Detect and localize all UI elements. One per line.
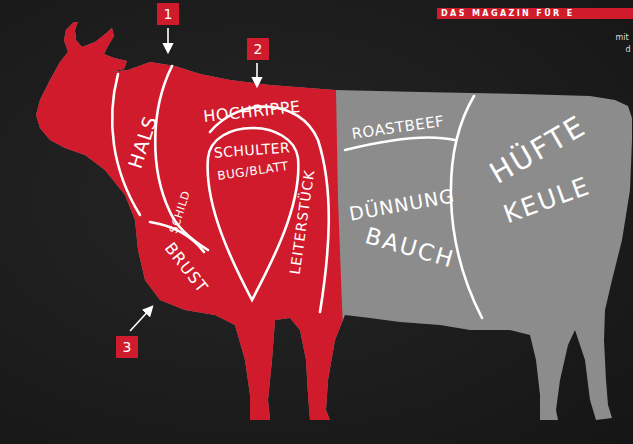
callout-number: 2 <box>247 38 269 60</box>
callout-arrow <box>167 28 169 52</box>
callout-label: 2 <box>254 42 263 56</box>
callout-arrow <box>130 307 152 331</box>
cow-front-red <box>36 22 632 420</box>
callout-arrow <box>256 63 258 86</box>
cut-line <box>208 128 299 300</box>
cut-label: DÜNNUNG <box>348 186 456 223</box>
cow-silhouette <box>36 22 632 420</box>
callout-number: 3 <box>116 336 138 358</box>
cut-lines <box>112 66 482 318</box>
callout-arrows <box>130 28 257 331</box>
header-text: d <box>625 46 630 54</box>
cut-label: BAUCH <box>363 224 457 271</box>
header-text: mit <box>615 34 628 42</box>
cut-label: BRUST <box>162 240 211 296</box>
cut-line <box>451 96 482 318</box>
cut-label: LEITERSTÜCK <box>288 169 317 275</box>
cut-label: KEULE <box>500 173 593 227</box>
callout-label: 1 <box>164 7 173 21</box>
magazine-banner: DAS MAGAZIN FÜR E <box>437 8 633 19</box>
cut-label: HOCHRIPPE <box>203 99 302 125</box>
callout-number: 1 <box>157 3 179 25</box>
callout-label: 3 <box>123 340 132 354</box>
cut-line <box>210 107 329 312</box>
cut-label: SCHULTER <box>213 140 290 159</box>
cut-label: SCHILD <box>168 189 192 234</box>
cut-label: HALS <box>126 113 161 170</box>
banner-text: DAS MAGAZIN FÜR E <box>441 10 575 18</box>
cut-label: BUG/BLATT <box>217 160 290 182</box>
cut-line <box>155 66 208 250</box>
cut-label: ROASTBEEF <box>351 114 445 142</box>
